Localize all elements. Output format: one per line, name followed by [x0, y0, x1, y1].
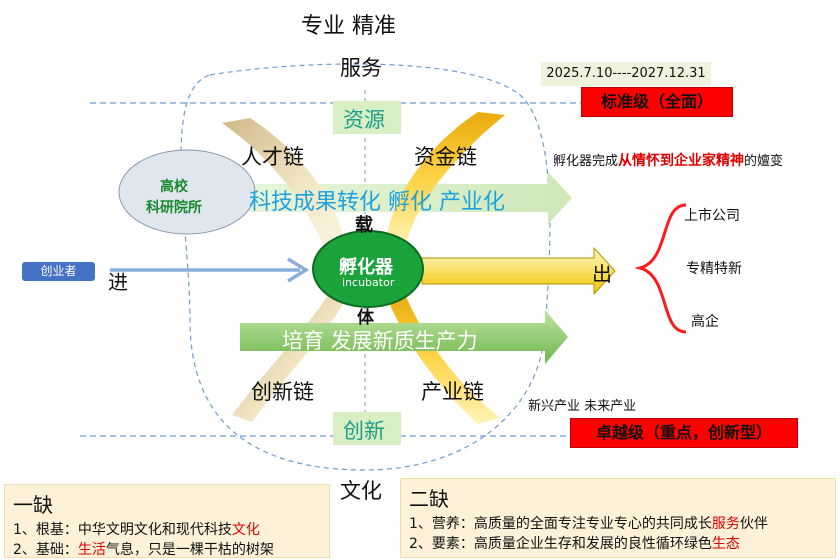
- lack-two-panel: 二缺 1、营养：高质量的全面专注专业专心的共同成长服务伙伴 2、要素：高质量企业…: [400, 478, 836, 558]
- transform-highlight: 从情怀到企业家精神: [618, 153, 745, 169]
- university-ellipse: [118, 149, 256, 235]
- tech-transfer-label: 科技成果转化 孵化 产业化: [249, 190, 505, 215]
- industry-chain-label: 产业链: [421, 380, 484, 404]
- transform-prefix: 孵化器完成: [553, 154, 619, 169]
- lack-one-line2-suffix: 气息，只是一棵干枯的树架: [105, 542, 274, 558]
- transform-note: 孵化器完成从情怀到企业家精神的嬗变: [553, 150, 783, 170]
- lack-two-title: 二缺: [409, 487, 449, 511]
- lack-one-panel: 一缺 1、根基：中华文明文化和现代科技文化 2、基础：生活气息，只是一棵干枯的树…: [4, 484, 330, 558]
- hub-name: 孵化器: [339, 257, 393, 278]
- lack-one-line2-highlight: 生活: [77, 542, 106, 558]
- innovation-band: [333, 412, 401, 445]
- carrier-bottom-label: 体: [357, 308, 374, 328]
- lack-two-line2-highlight: 生态: [711, 536, 740, 552]
- lack-one-line1: 1、根基：中华文明文化和现代科技文化: [13, 520, 321, 540]
- exit-arrow: [421, 246, 616, 296]
- excellent-level-label: 卓越级（重点，创新型）: [570, 418, 798, 448]
- cultivate-label: 培育 发展新质生产力: [282, 329, 478, 353]
- service-label: 服务: [340, 56, 382, 80]
- university-line2: 科研院所: [146, 200, 202, 216]
- lack-one-line1-highlight: 文化: [231, 522, 260, 538]
- talent-chain-label: 人才链: [241, 145, 304, 169]
- lack-two-line2-text: 2、要素：高质量企业生存和发展的良性循环绿色: [409, 536, 712, 552]
- lack-one-title: 一缺: [13, 493, 53, 517]
- cultivate-arrow: [240, 310, 568, 364]
- hub-ellipse: [312, 230, 424, 308]
- lack-two-line2: 2、要素：高质量企业生存和发展的良性循环绿色生态: [409, 534, 827, 554]
- outcome-hightech: 高企: [691, 314, 719, 330]
- carrier-top-label: 载: [355, 215, 373, 236]
- entrepreneur-label: 创业者: [22, 262, 95, 281]
- lack-two-line1: 1、营养：高质量的全面专注专业专心的共同成长服务伙伴: [409, 514, 827, 534]
- entry-arrowhead: [287, 257, 310, 283]
- outcome-listed: 上市公司: [684, 208, 740, 224]
- talent-chain-arrow: [222, 118, 345, 250]
- resource-band: [333, 101, 401, 134]
- culture-label: 文化: [340, 479, 382, 503]
- hub-subtitle: incubator: [342, 276, 395, 289]
- outcome-specialized: 专精特新: [686, 261, 742, 277]
- lack-two-line1-highlight: 服务: [711, 516, 740, 532]
- capital-chain-arrow: [385, 112, 505, 248]
- innovation-band-label: 创新: [343, 419, 385, 443]
- exit-label: 出: [592, 262, 612, 286]
- entry-label: 进: [108, 270, 128, 294]
- lack-one-line2: 2、基础：生活气息，只是一棵干枯的树架: [13, 540, 321, 560]
- transform-suffix: 的嬗变: [744, 154, 784, 169]
- period-box: 2025.7.10----2027.12.31: [541, 62, 711, 86]
- top-title: 专业 精准: [301, 14, 396, 39]
- lack-two-line1-suffix: 伙伴: [739, 516, 768, 532]
- standard-level-label: 标准级（全面）: [581, 87, 733, 117]
- lack-two-line1-text: 1、营养：高质量的全面专注专业专心的共同成长: [409, 516, 712, 532]
- resources-band-label: 资源: [343, 108, 385, 132]
- lack-one-line1-text: 1、根基：中华文明文化和现代科技: [13, 522, 232, 538]
- lack-one-line2-prefix: 2、基础：: [13, 542, 78, 558]
- outcome-bracket: [634, 203, 687, 334]
- university-line1: 高校: [160, 179, 188, 195]
- innovation-chain-label: 创新链: [251, 380, 314, 404]
- emerging-industries: 新兴产业 未来产业: [528, 399, 637, 414]
- capital-chain-label: 资金链: [414, 145, 477, 169]
